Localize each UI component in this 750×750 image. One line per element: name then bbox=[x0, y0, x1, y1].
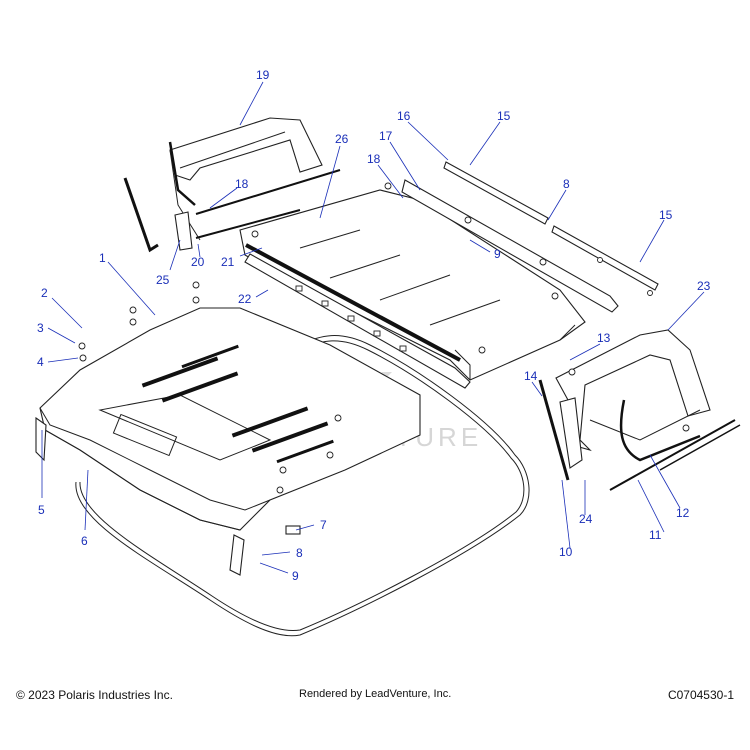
callout-12[interactable]: 12 bbox=[676, 506, 690, 520]
part-17-rail bbox=[401, 179, 619, 313]
footer-diagram-code: C0704530-1 bbox=[667, 688, 734, 702]
rear-flap bbox=[229, 534, 245, 576]
callout-17[interactable]: 17 bbox=[379, 129, 393, 143]
part-15-strip-right bbox=[551, 225, 659, 296]
part-1-roof-panel bbox=[39, 281, 421, 531]
callout-18-left[interactable]: 18 bbox=[235, 177, 249, 191]
callout-8-lower[interactable]: 8 bbox=[296, 546, 303, 560]
part-7-bracket bbox=[285, 525, 301, 535]
callout-25[interactable]: 25 bbox=[156, 273, 170, 287]
part-25-bracket bbox=[174, 211, 193, 251]
callout-2[interactable]: 2 bbox=[41, 286, 48, 300]
callout-5[interactable]: 5 bbox=[38, 503, 45, 517]
callout-26[interactable]: 26 bbox=[335, 132, 349, 146]
footer-copyright: © 2023 Polaris Industries Inc. bbox=[16, 688, 173, 702]
callout-3[interactable]: 3 bbox=[37, 321, 44, 335]
callout-19[interactable]: 19 bbox=[256, 68, 270, 82]
callout-13[interactable]: 13 bbox=[597, 331, 611, 345]
part-16-strip bbox=[443, 161, 549, 225]
callout-14[interactable]: 14 bbox=[524, 369, 538, 383]
callout-7[interactable]: 7 bbox=[320, 518, 327, 532]
roof-fasteners bbox=[78, 281, 342, 494]
callout-18-right[interactable]: 18 bbox=[367, 152, 381, 166]
callout-15-right[interactable]: 15 bbox=[659, 208, 673, 222]
callout-6[interactable]: 6 bbox=[81, 534, 88, 548]
callout-22[interactable]: 22 bbox=[238, 292, 252, 306]
callout-4[interactable]: 4 bbox=[37, 355, 44, 369]
part-24-bracket bbox=[559, 397, 583, 469]
callout-23[interactable]: 23 bbox=[697, 279, 711, 293]
footer-rendered-by: Rendered by LeadVenture, Inc. bbox=[299, 688, 452, 700]
callout-9-lower[interactable]: 9 bbox=[292, 569, 299, 583]
callout-labels: 1 2 3 4 5 6 7 8 8 9 9 10 11 12 13 14 15 … bbox=[37, 68, 711, 583]
part-23-rear-frame bbox=[538, 329, 741, 491]
leader-lines bbox=[41, 81, 705, 574]
callout-1[interactable]: 1 bbox=[99, 251, 106, 265]
callout-15-upper[interactable]: 15 bbox=[497, 109, 511, 123]
callout-16[interactable]: 16 bbox=[397, 109, 411, 123]
part-6-roof-seal bbox=[75, 335, 530, 637]
callout-21[interactable]: 21 bbox=[221, 255, 235, 269]
callout-20[interactable]: 20 bbox=[191, 255, 205, 269]
part-21-seal-strip bbox=[244, 243, 471, 389]
callout-10[interactable]: 10 bbox=[559, 545, 573, 559]
part-19-front-frame bbox=[123, 117, 341, 253]
callout-24[interactable]: 24 bbox=[579, 512, 593, 526]
callout-9-upper[interactable]: 9 bbox=[494, 247, 501, 261]
callout-11[interactable]: 11 bbox=[649, 528, 662, 542]
part-5-front-flap bbox=[35, 416, 47, 462]
callout-8-upper[interactable]: 8 bbox=[563, 177, 570, 191]
